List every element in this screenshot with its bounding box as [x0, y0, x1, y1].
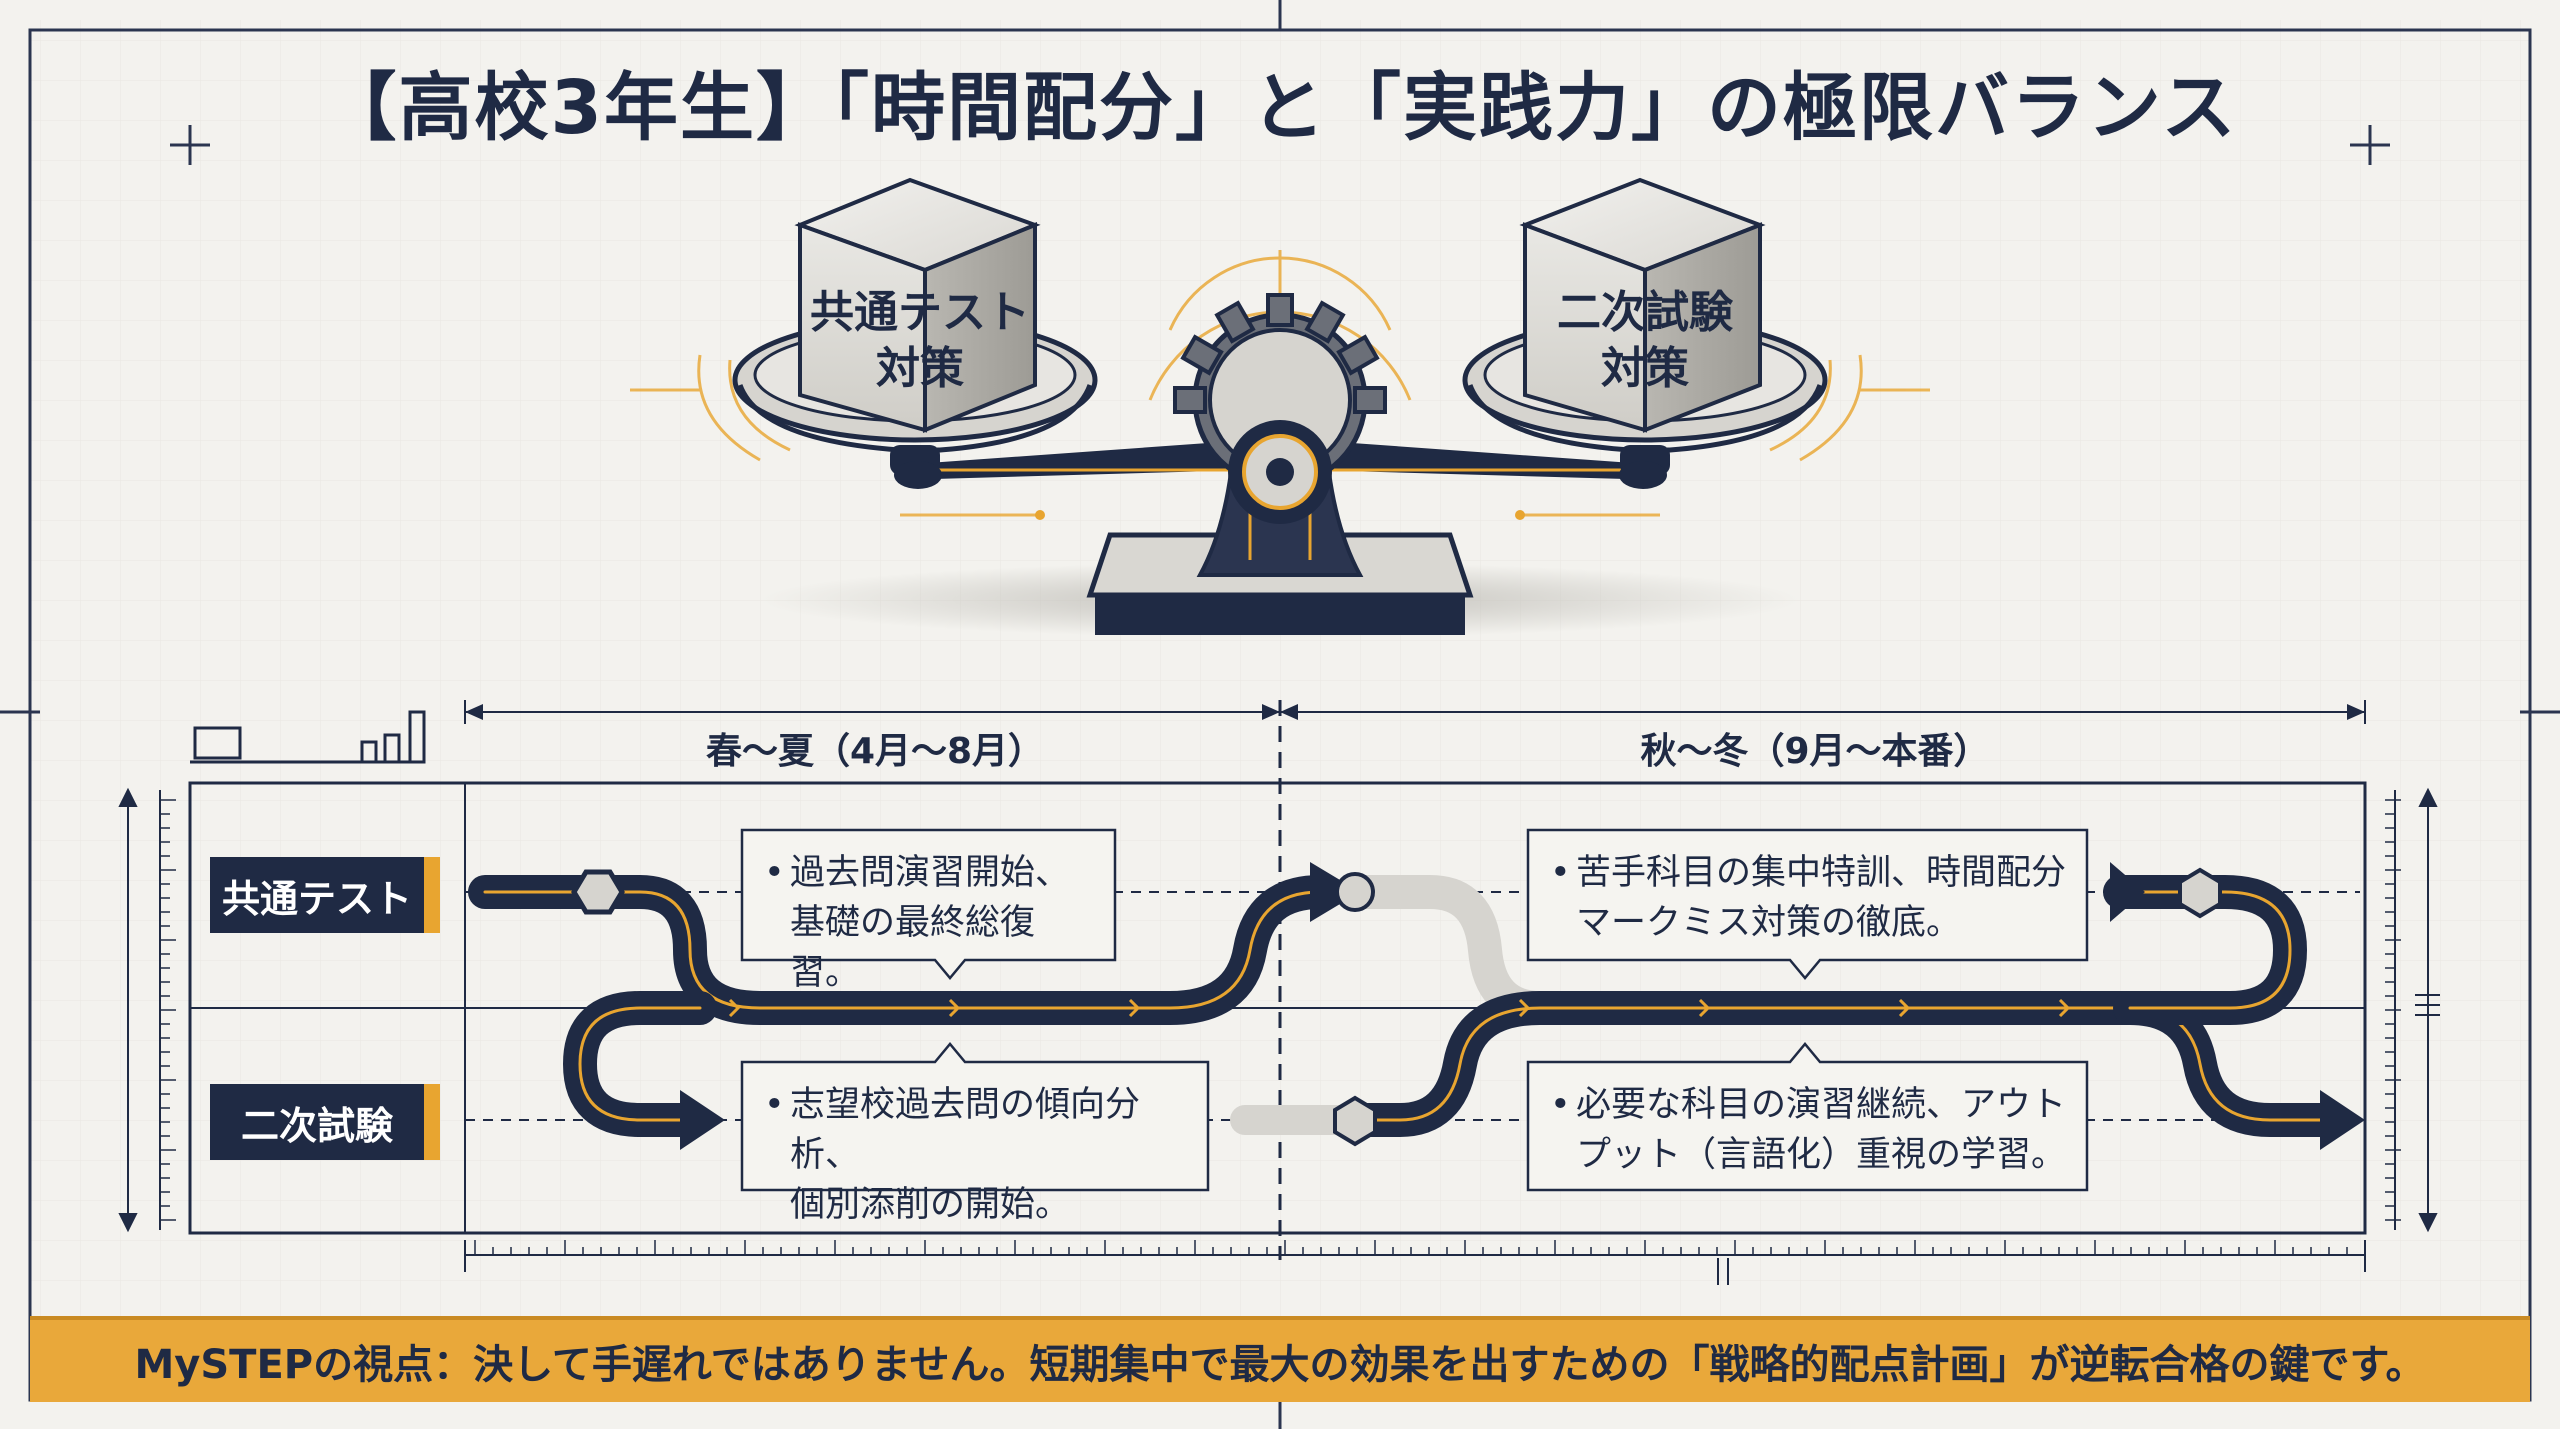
note-line: 苦手科目の集中特訓、時間配分	[1550, 848, 2066, 898]
note-line: 志望校過去問の傾向分析、	[764, 1080, 1186, 1180]
note-line: プット（言語化）重視の学習。	[1576, 1135, 2067, 1175]
note-second-early: 志望校過去問の傾向分析、 個別添削の開始。	[742, 1068, 1208, 1242]
left-block-label: 共通テスト 対策	[800, 285, 1040, 397]
right-block-label: 二次試験 対策	[1525, 285, 1765, 397]
note-common-late: 苦手科目の集中特訓、時間配分 マークミス対策の徹底。	[1528, 836, 2088, 960]
left-block-line2: 対策	[876, 343, 964, 394]
note-common-early: 過去問演習開始、 基礎の最終総復習。	[742, 836, 1115, 1010]
balance-scale-illustration	[630, 177, 1930, 638]
left-block-line1: 共通テスト	[810, 287, 1030, 338]
period-autumn-winter: 秋〜冬（9月〜本番）	[1640, 731, 1990, 772]
note-line: マークミス対策の徹底。	[1576, 903, 1962, 943]
right-block-line2: 対策	[1601, 343, 1689, 394]
period-spring-summer: 春〜夏（4月〜8月）	[705, 731, 1045, 772]
note-line: 必要な科目の演習継続、アウト	[1550, 1080, 2066, 1130]
note-second-late: 必要な科目の演習継続、アウト プット（言語化）重視の学習。	[1528, 1068, 2088, 1192]
row-label-common-test: 共通テスト	[210, 857, 440, 933]
key-message-banner: MySTEPの視点：決して手遅れではありません。短期集中で最大の効果を出すための…	[30, 1316, 2530, 1402]
page-title: 【高校3年生】「時間配分」と「実践力」の極限バランス	[322, 65, 2238, 151]
note-line: 過去問演習開始、	[764, 848, 1093, 898]
note-line: 基礎の最終総復習。	[790, 903, 1036, 993]
registration-marks	[170, 125, 2390, 165]
right-block-line1: 二次試験	[1557, 287, 1733, 338]
row-label-second-exam: 二次試験	[210, 1084, 440, 1160]
note-line: 個別添削の開始。	[790, 1185, 1071, 1225]
